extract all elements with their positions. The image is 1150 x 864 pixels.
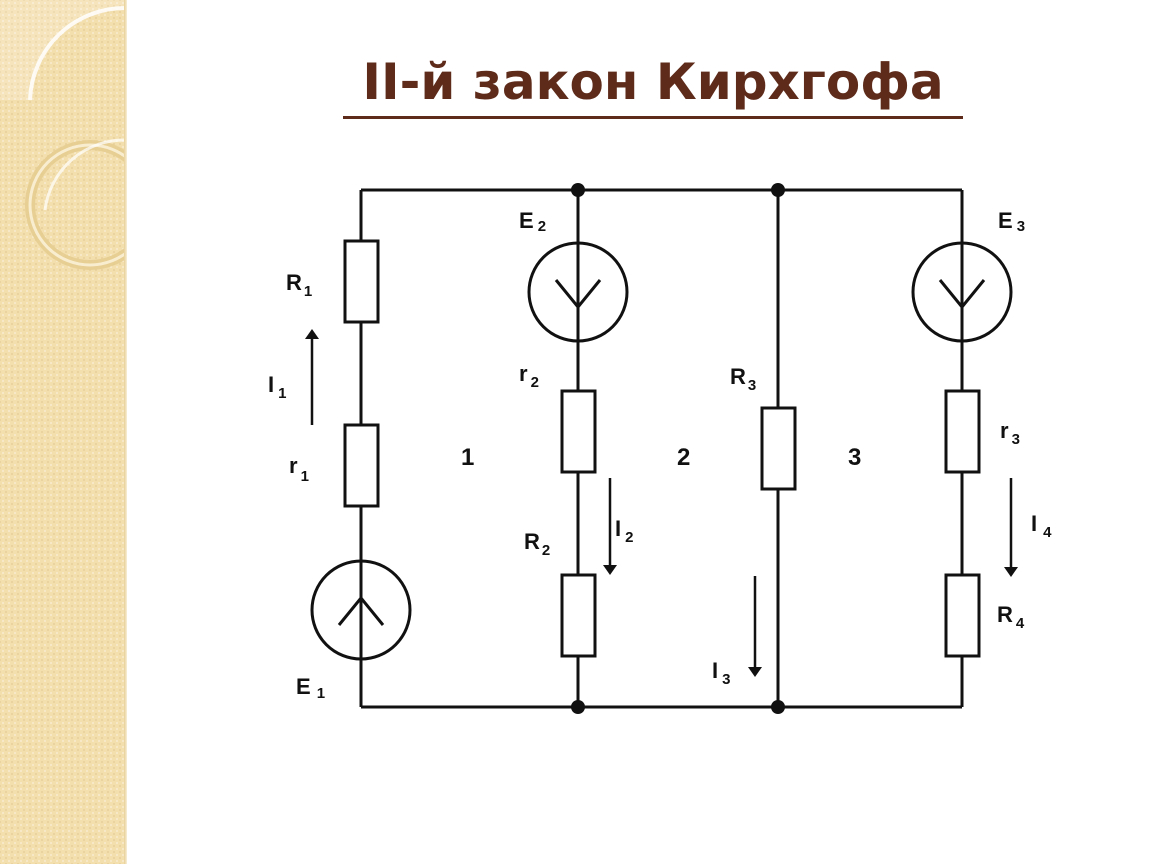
resistor-r1 xyxy=(343,423,380,508)
resistor-R2 xyxy=(560,573,597,658)
node-dot xyxy=(571,700,585,714)
mesh-label-3: 3 xyxy=(848,444,861,471)
decorative-side-panel xyxy=(0,0,127,864)
resistors xyxy=(343,239,981,658)
decorative-circles xyxy=(0,0,127,270)
resistor-R3 xyxy=(760,406,797,491)
slide-title: II-й закон Кирхгофа xyxy=(343,52,963,119)
resistor-R1 xyxy=(343,239,380,324)
resistor-R4 xyxy=(944,573,981,658)
title-area: II-й закон Кирхгофа xyxy=(0,0,1150,140)
mesh-label-1: 1 xyxy=(461,444,474,471)
current-arrows xyxy=(305,329,1018,677)
voltage-sources xyxy=(310,241,1013,661)
source-E2 xyxy=(527,241,629,343)
resistor-r3 xyxy=(944,389,981,474)
node-dot xyxy=(571,183,585,197)
mesh-labels: 1 2 3 xyxy=(461,444,861,471)
mesh-label-2: 2 xyxy=(677,444,690,471)
source-E3 xyxy=(911,241,1013,343)
source-E1 xyxy=(310,559,412,661)
node-dot xyxy=(771,700,785,714)
wires xyxy=(359,188,964,709)
junction-nodes xyxy=(571,183,785,714)
resistor-r2 xyxy=(560,389,597,474)
node-dot xyxy=(771,183,785,197)
